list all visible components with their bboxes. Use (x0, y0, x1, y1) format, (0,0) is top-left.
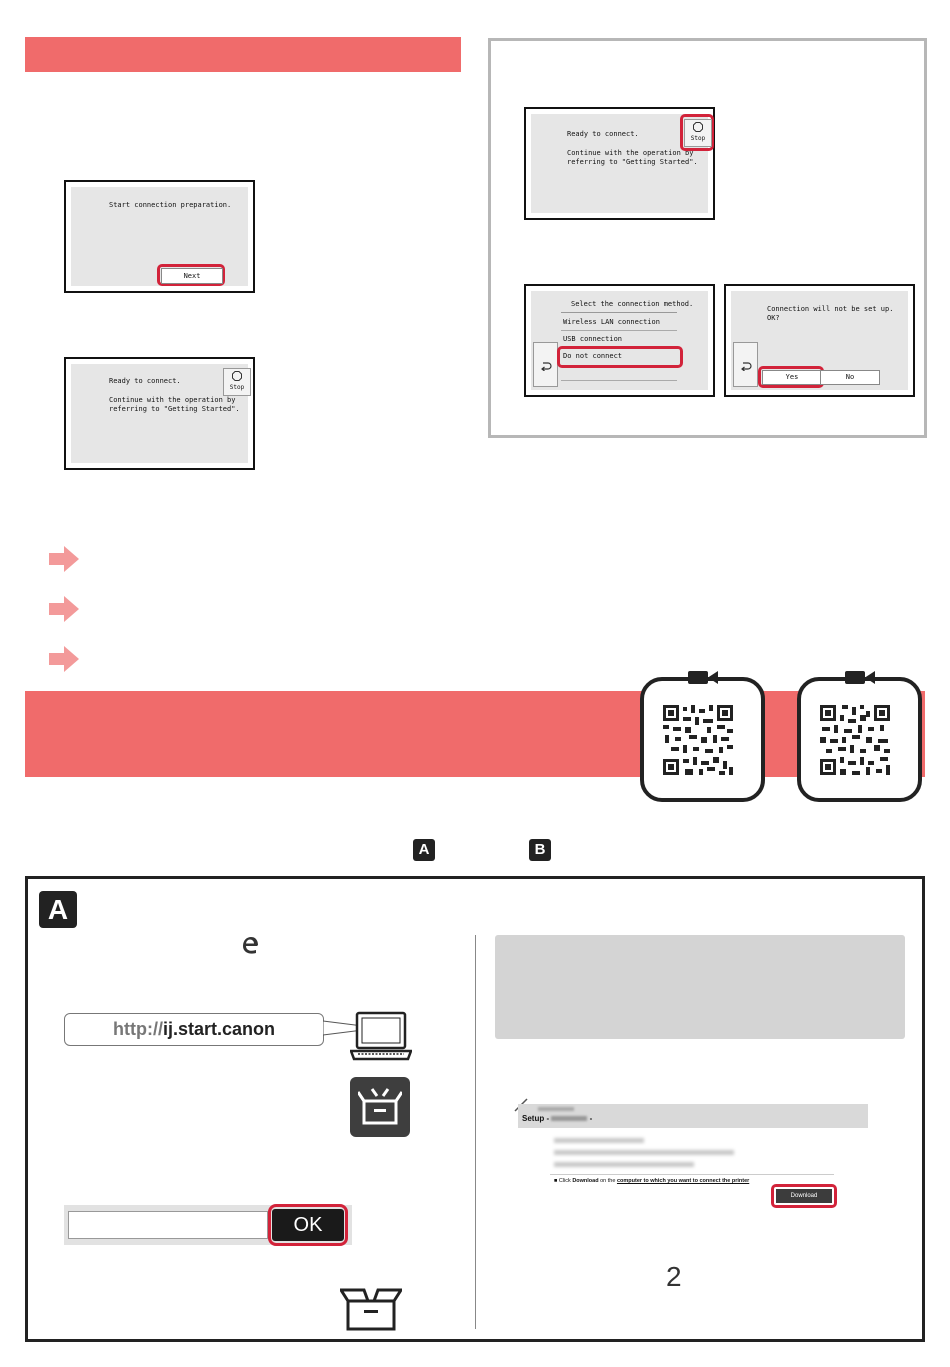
badge-b: B (529, 839, 551, 861)
back-icon (741, 362, 752, 371)
section-a-badge: A (39, 891, 77, 928)
arrow-right-icon (49, 646, 79, 672)
next-button[interactable]: Next (161, 268, 223, 284)
open-box-icon (340, 1288, 402, 1331)
screen-line-2: Continue with the operation by (109, 396, 236, 404)
screen-line-1: Ready to connect. (109, 377, 181, 385)
do-not-connect-highlight (557, 346, 683, 368)
screen-line-3: referring to "Getting Started". (109, 405, 240, 413)
yes-button[interactable]: Yes (762, 370, 822, 385)
download-note: ■ Click Download on the computer to whic… (554, 1178, 750, 1184)
stop-button-highlight (680, 114, 714, 151)
url-domain: ij.start.canon (162, 1019, 275, 1039)
no-button[interactable]: No (820, 370, 880, 385)
note-panel (495, 935, 905, 1039)
qr-code-icon (663, 705, 733, 775)
laptop-icon (350, 1011, 412, 1061)
printer-screen-start: Start connection preparation. Next (64, 180, 255, 293)
printer-screen-confirm: Connection will not be set up. OK? Yes N… (724, 284, 915, 397)
section-banner (25, 691, 925, 777)
section-header-bar (25, 37, 461, 72)
url-box[interactable]: http://ij.start.canon (64, 1013, 324, 1046)
section-a-frame: A http://ij.start.canon OK (25, 876, 925, 1342)
video-camera-icon (687, 671, 718, 684)
screen-line-2: Continue with the operation by (567, 149, 694, 157)
video-camera-icon (844, 671, 875, 684)
screen-line-3: referring to "Getting Started". (567, 158, 698, 166)
search-input[interactable] (68, 1211, 268, 1239)
blurred-text (554, 1150, 734, 1155)
canon-app-icon[interactable] (350, 1077, 410, 1137)
ok-button-highlight (268, 1204, 348, 1246)
back-button[interactable] (733, 342, 758, 387)
stop-icon (232, 371, 242, 381)
option-usb[interactable]: USB connection (563, 335, 623, 343)
next-button-highlight (157, 264, 225, 286)
download-button[interactable]: Download (776, 1189, 832, 1203)
video-qr-code-1[interactable] (640, 671, 765, 802)
setup-heading-prefix: Setup - (522, 1114, 552, 1123)
option-do-not-connect[interactable]: Do not connect (563, 352, 623, 360)
back-button[interactable] (533, 342, 558, 387)
computer-link[interactable]: computer to which you want to connect th… (616, 1178, 750, 1184)
option-wireless-lan[interactable]: Wireless LAN connection (563, 318, 660, 326)
back-icon (541, 362, 552, 371)
printer-screen-ready-stop: Ready to connect. Continue with the oper… (524, 107, 715, 220)
stop-button[interactable]: Stop (684, 119, 712, 147)
confirm-line-1: Connection will not be set up. (767, 305, 894, 313)
badge-a: A (413, 839, 435, 861)
video-qr-code-2[interactable] (797, 671, 922, 802)
arrow-right-icon (49, 546, 79, 572)
url-pointer-icon (323, 1020, 363, 1036)
qr-code-icon (820, 705, 890, 775)
stop-label: Stop (690, 135, 706, 142)
download-button-highlight (771, 1184, 837, 1208)
url-prefix: http:// (112, 1019, 163, 1039)
confirm-line-2: OK? (767, 314, 780, 322)
arrow-right-icon (49, 596, 79, 622)
printer-screen-connection-method: Select the connection method. Wireless L… (524, 284, 715, 397)
stop-button[interactable]: Stop (223, 368, 251, 396)
setup-heading-suffix: - (587, 1114, 593, 1123)
page-number: 2 (666, 1261, 682, 1292)
screen-line-1: Ready to connect. (567, 130, 639, 138)
edge-browser-icon (243, 937, 258, 954)
setup-heading-bar: Setup - - (518, 1104, 868, 1128)
screen-message: Start connection preparation. (109, 201, 232, 209)
setup-web-page: Setup - - ■ Click Download on the comput… (514, 1098, 874, 1220)
blurred-text (554, 1162, 694, 1167)
ok-button[interactable]: OK (272, 1209, 344, 1241)
stop-label: Stop (229, 384, 245, 391)
blurred-text (554, 1138, 644, 1143)
connection-method-title: Select the connection method. (571, 300, 694, 308)
column-divider (475, 935, 476, 1329)
printer-screen-ready: Ready to connect. Continue with the oper… (64, 357, 255, 470)
stop-icon (693, 122, 703, 132)
box-icon (358, 1088, 402, 1125)
